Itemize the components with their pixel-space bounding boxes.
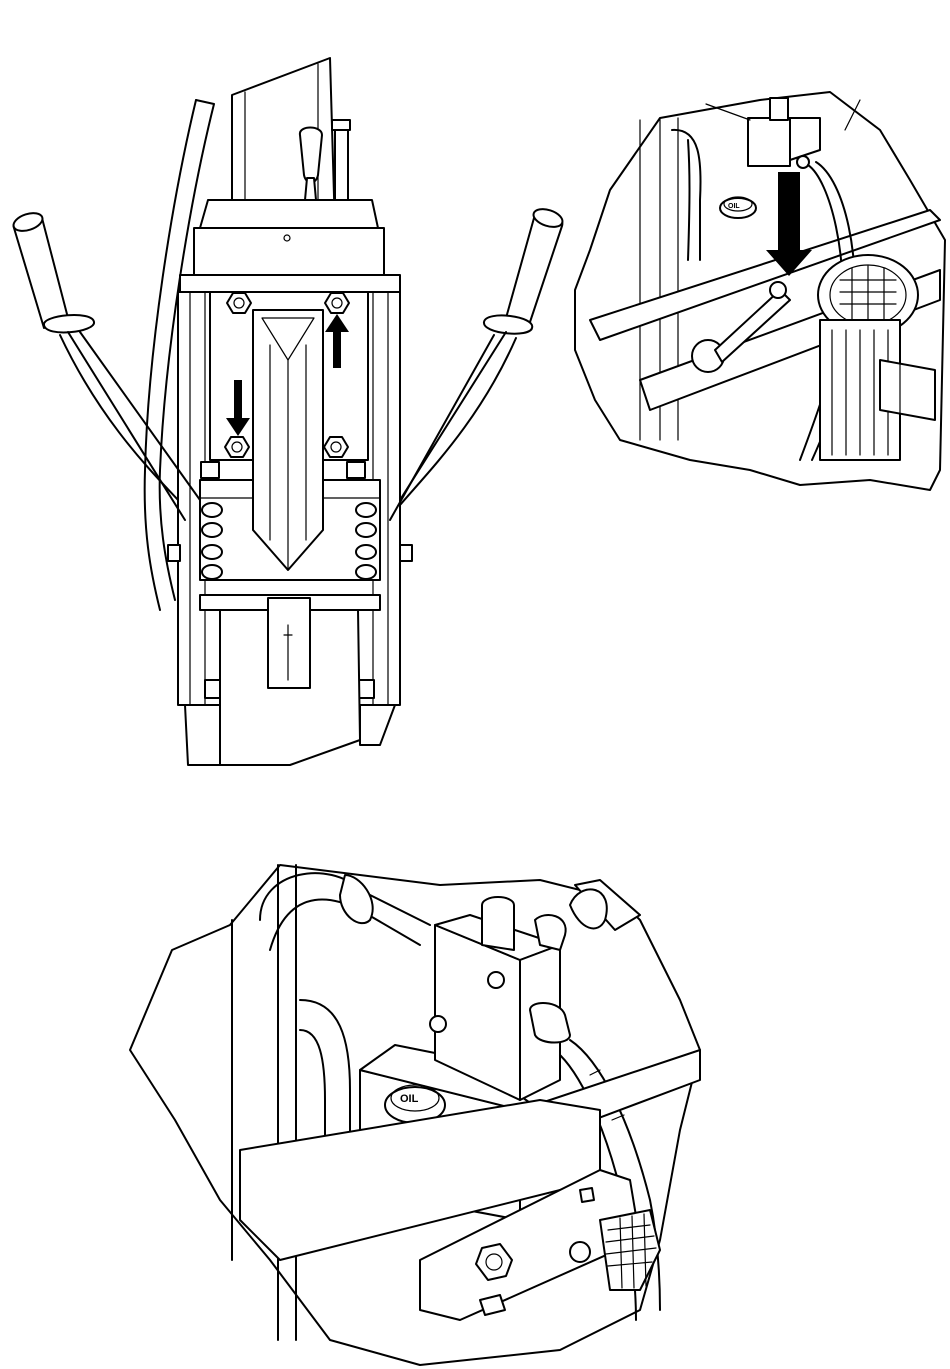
valve-detail-top-panel: OIL <box>575 92 945 490</box>
valve-detail-bottom-panel: OIL <box>130 865 700 1365</box>
oil-cap-top: OIL <box>720 197 756 218</box>
left-handle <box>11 210 200 520</box>
splitting-wedge <box>253 310 323 570</box>
top-bracket <box>180 200 400 292</box>
motor-grille-bottom <box>600 1210 660 1290</box>
front-view-panel <box>11 58 564 765</box>
right-handle <box>390 206 565 520</box>
bolt-mid-right <box>324 437 348 457</box>
bolt-top-left <box>227 293 251 313</box>
oil-label-bottom: OIL <box>400 1093 419 1105</box>
bolt-mid-left <box>225 437 249 457</box>
bolt-top-right <box>325 293 349 313</box>
oil-label-top: OIL <box>728 203 740 210</box>
